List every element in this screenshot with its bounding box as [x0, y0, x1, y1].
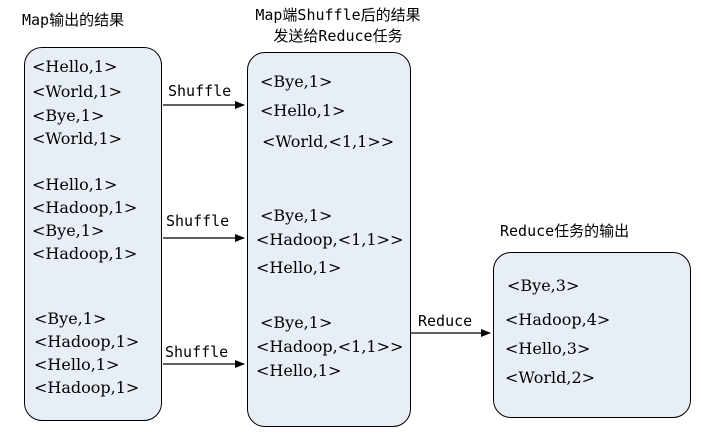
map-item: <Hadoop,1> — [34, 378, 140, 397]
reduce-item: <Hello,3> — [505, 339, 591, 358]
title-map-output: Map输出的结果 — [22, 11, 125, 29]
shuffle-item: <Hadoop,<1,1>> — [256, 230, 404, 249]
map-item: <Hello,1> — [32, 175, 118, 194]
reduce-item: <World,2> — [505, 368, 596, 387]
map-item: <Hello,1> — [32, 57, 118, 76]
shuffle-item: <Hello,1> — [256, 361, 342, 380]
shuffle-item: <Bye,1> — [260, 313, 333, 332]
shuffle-item: <Hadoop,<1,1>> — [256, 337, 404, 356]
shuffle-label-1: Shuffle — [168, 82, 232, 100]
reduce-item: <Bye,3> — [507, 276, 580, 295]
title-reduce-output: Reduce任务的输出 — [500, 222, 630, 240]
shuffle-item: <Hello,1> — [256, 258, 342, 277]
map-item: <Bye,1> — [32, 221, 105, 240]
reduce-output-box — [493, 252, 691, 418]
map-item: <World,1> — [32, 129, 123, 148]
shuffle-item: <Bye,1> — [260, 72, 333, 91]
map-item: <Hadoop,1> — [32, 244, 138, 263]
map-item: <World,1> — [32, 82, 123, 101]
shuffle-item: <Hello,1> — [260, 101, 346, 120]
map-output-box — [24, 47, 162, 421]
map-item: <Hadoop,1> — [34, 332, 140, 351]
shuffle-item: <Bye,1> — [260, 206, 333, 225]
title-shuffle-result-line1: Map端Shuffle后的结果 — [255, 6, 421, 24]
map-item: <Bye,1> — [34, 309, 107, 328]
reduce-item: <Hadoop,4> — [505, 310, 611, 329]
reduce-label: Reduce — [418, 312, 473, 330]
title-shuffle-result-line2: 发送给Reduce任务 — [273, 27, 403, 45]
map-item: <Bye,1> — [32, 106, 105, 125]
shuffle-item: <World,<1,1>> — [262, 132, 395, 151]
shuffle-label-3: Shuffle — [165, 343, 229, 361]
map-item: <Hadoop,1> — [32, 198, 138, 217]
map-item: <Hello,1> — [34, 355, 120, 374]
shuffle-result-box — [247, 52, 411, 427]
shuffle-label-2: Shuffle — [166, 212, 230, 230]
